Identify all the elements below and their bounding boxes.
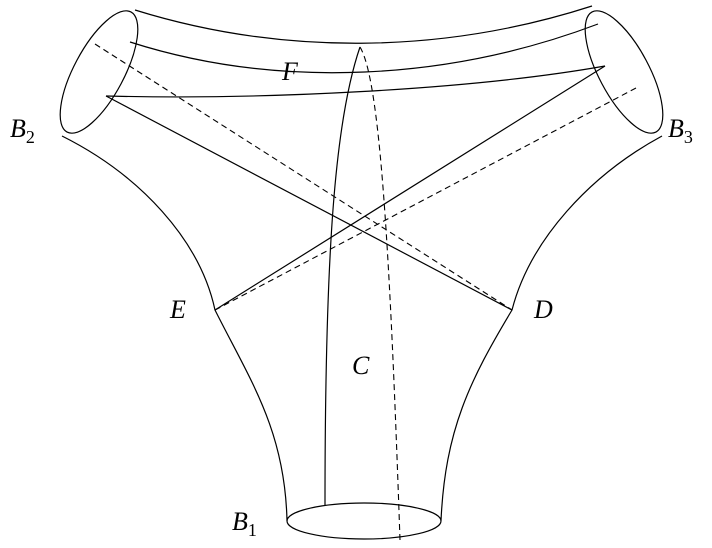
label-b2: B2 <box>10 114 35 147</box>
boundary-b2-cuff <box>59 10 139 134</box>
curve-c-back <box>359 46 401 541</box>
curve-e-front <box>214 65 606 311</box>
curve-d-front <box>105 95 513 311</box>
curve-f-lower <box>105 65 606 98</box>
top-edge <box>134 5 593 44</box>
label-c: C <box>352 351 370 380</box>
curve-e-back <box>214 87 637 311</box>
label-b1: B1 <box>232 507 257 540</box>
label-b3: B3 <box>668 114 693 147</box>
label-f: F <box>281 57 299 86</box>
label-d: D <box>533 295 553 324</box>
curve-f-upper <box>129 23 599 74</box>
label-e: E <box>169 295 186 324</box>
curve-c-front <box>324 46 361 506</box>
curve-d-back <box>94 43 513 311</box>
boundary-b1-cuff <box>286 502 442 540</box>
left-side-edge <box>61 135 288 522</box>
right-side-edge <box>440 135 663 522</box>
boundary-b3-cuff <box>584 10 664 134</box>
